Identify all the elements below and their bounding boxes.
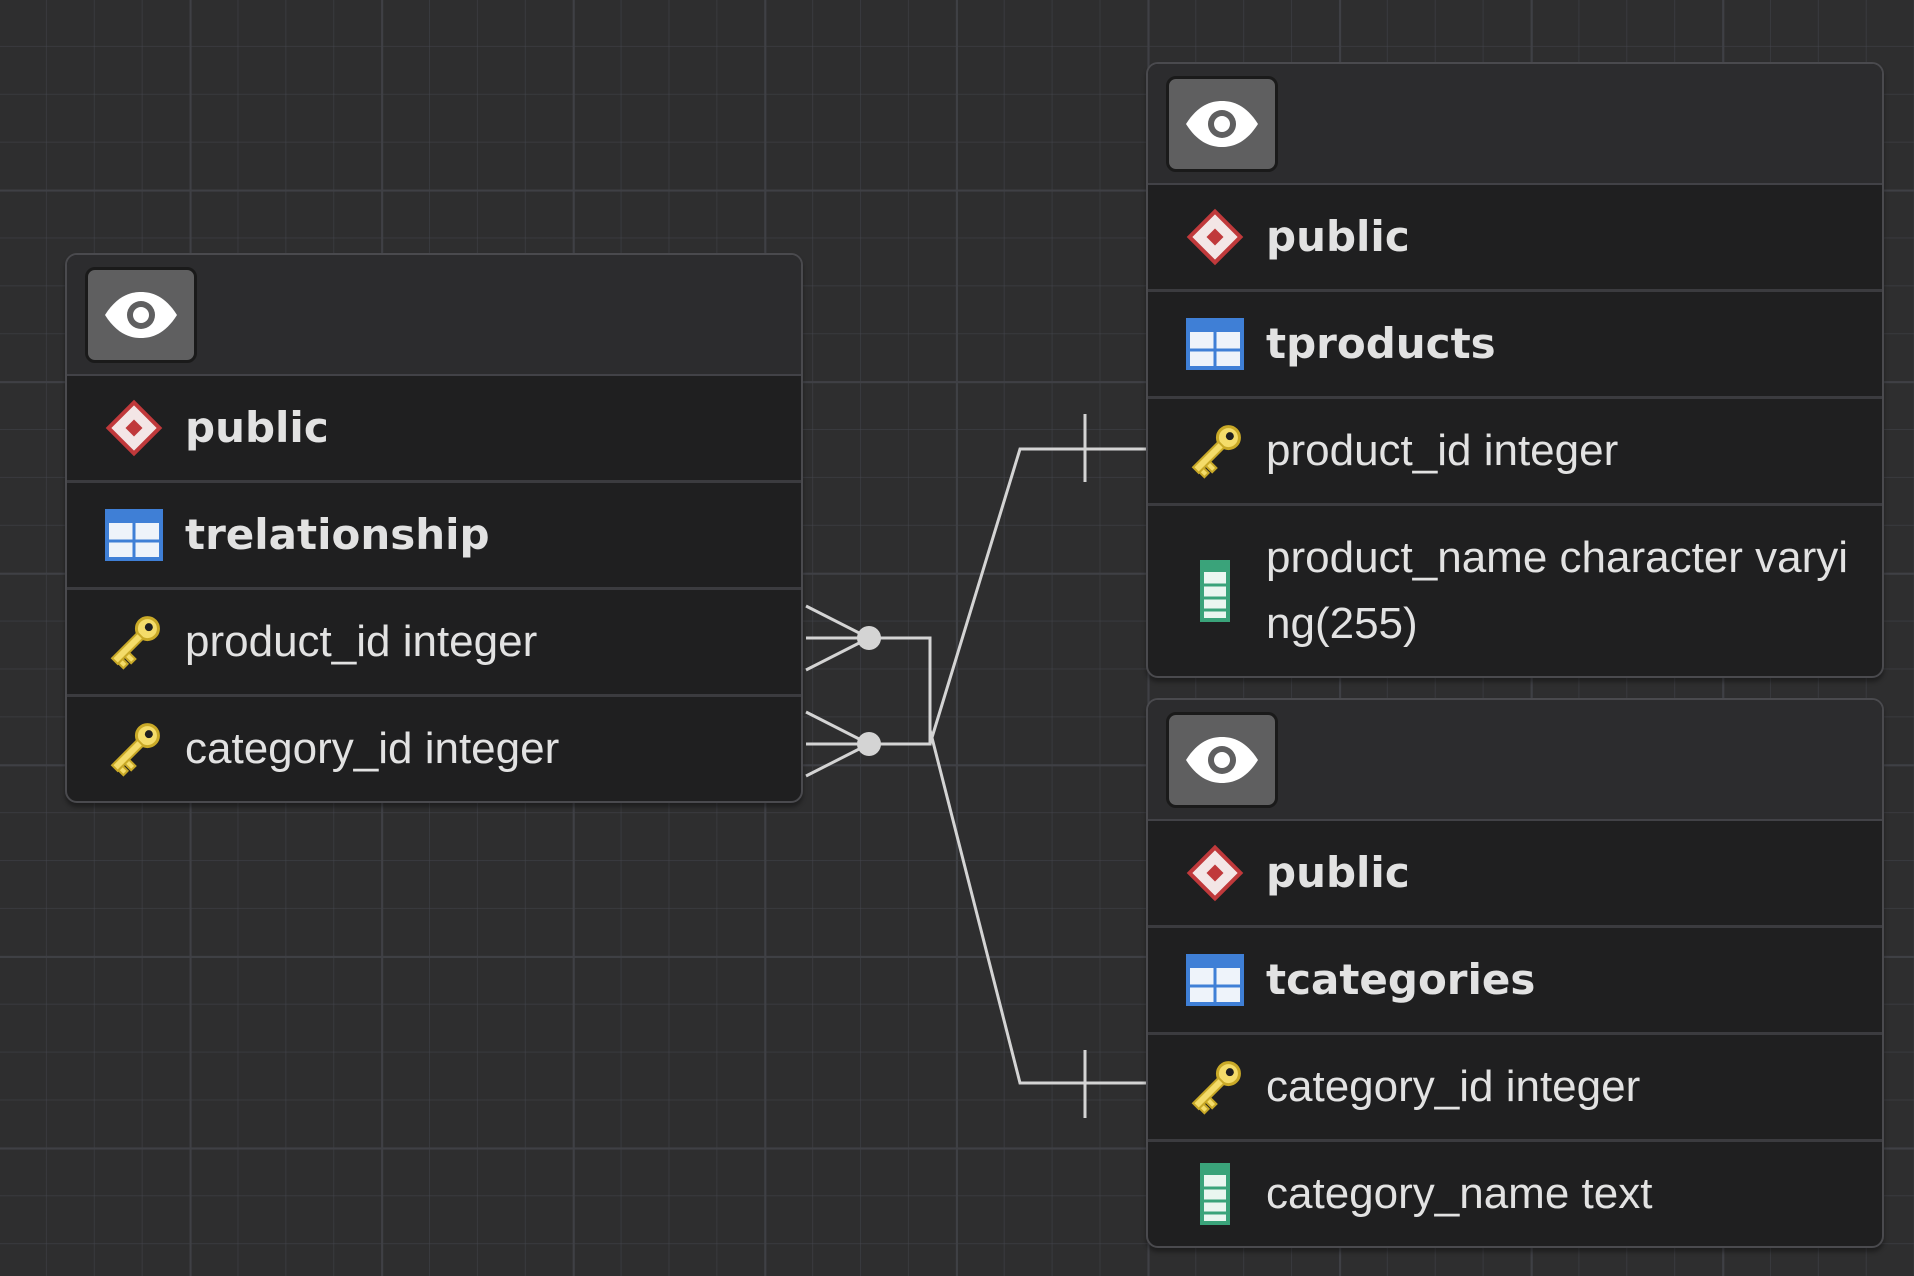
column-icon bbox=[1184, 560, 1246, 622]
crows-foot-prong bbox=[805, 742, 870, 778]
node-header bbox=[67, 255, 801, 376]
key-icon bbox=[1184, 1056, 1246, 1118]
schema-icon bbox=[1184, 206, 1246, 268]
key-icon bbox=[103, 611, 165, 673]
schema-row: public bbox=[1148, 185, 1882, 292]
crows-foot-prong bbox=[805, 636, 870, 672]
toggle-visibility-button[interactable] bbox=[1166, 712, 1278, 808]
optional-marker bbox=[857, 626, 881, 650]
crows-foot-prong bbox=[805, 710, 870, 746]
schema-name: public bbox=[185, 403, 329, 452]
table-icon bbox=[103, 504, 165, 566]
node-header bbox=[1148, 64, 1882, 185]
table-name: tproducts bbox=[1266, 319, 1496, 368]
column-label: category_name text bbox=[1266, 1169, 1653, 1218]
relationship-product-link[interactable] bbox=[805, 414, 1146, 745]
column-row[interactable]: product_id integer bbox=[67, 590, 801, 697]
eye-icon bbox=[1186, 101, 1258, 147]
relationship-category-link[interactable] bbox=[805, 710, 1146, 1118]
schema-name: public bbox=[1266, 848, 1410, 897]
column-row[interactable]: product_id integer bbox=[1148, 399, 1882, 506]
column-label: category_id integer bbox=[185, 724, 560, 773]
optional-marker bbox=[857, 732, 881, 756]
schema-icon bbox=[1184, 842, 1246, 904]
schema-row: public bbox=[67, 376, 801, 483]
table-node-tproducts[interactable]: public tproducts bbox=[1146, 62, 1884, 678]
column-label: product_id integer bbox=[185, 617, 538, 666]
table-node-trelationship[interactable]: public trelationship bbox=[65, 253, 803, 803]
toggle-visibility-button[interactable] bbox=[1166, 76, 1278, 172]
relationship-path bbox=[869, 447, 1146, 745]
table-name-row: tproducts bbox=[1148, 292, 1882, 399]
column-label: product_name character varying(255) bbox=[1266, 533, 1849, 648]
table-name: tcategories bbox=[1266, 955, 1536, 1004]
key-icon bbox=[1184, 420, 1246, 482]
table-name-row: tcategories bbox=[1148, 928, 1882, 1035]
table-node-tcategories[interactable]: public tcategories bbox=[1146, 698, 1884, 1248]
crows-foot-prong bbox=[805, 604, 870, 640]
schema-icon bbox=[103, 397, 165, 459]
column-label: category_id integer bbox=[1266, 1062, 1641, 1111]
eye-icon bbox=[105, 292, 177, 338]
toggle-visibility-button[interactable] bbox=[85, 267, 197, 363]
table-icon bbox=[1184, 313, 1246, 375]
column-label: product_id integer bbox=[1266, 426, 1619, 475]
table-name-row: trelationship bbox=[67, 483, 801, 590]
column-row[interactable]: category_id integer bbox=[1148, 1035, 1882, 1142]
node-header bbox=[1148, 700, 1882, 821]
column-row[interactable]: category_id integer bbox=[67, 697, 801, 801]
key-icon bbox=[103, 718, 165, 780]
table-name: trelationship bbox=[185, 510, 490, 559]
column-row[interactable]: category_name text bbox=[1148, 1142, 1882, 1246]
eye-icon bbox=[1186, 737, 1258, 783]
table-icon bbox=[1184, 949, 1246, 1011]
column-row[interactable]: product_name character varying(255) bbox=[1148, 506, 1882, 676]
column-icon bbox=[1184, 1163, 1246, 1225]
relationship-path bbox=[869, 729, 1146, 1085]
schema-name: public bbox=[1266, 212, 1410, 261]
schema-row: public bbox=[1148, 821, 1882, 928]
